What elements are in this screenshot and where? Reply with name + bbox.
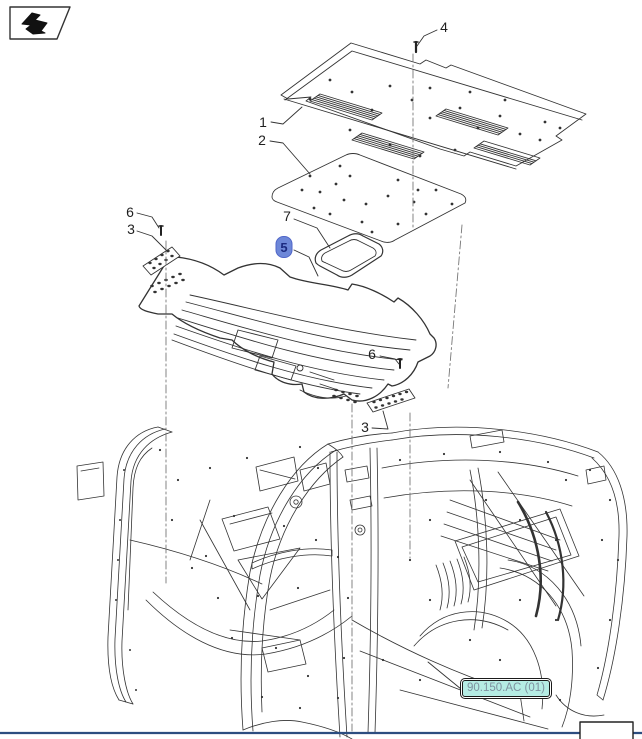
section-reference-label: 90.150.AC (01) — [462, 680, 550, 697]
section-reference-tag[interactable]: 90.150.AC (01) — [460, 678, 552, 699]
part-3-speaker-grilles[interactable] — [142, 246, 416, 413]
callout-2[interactable]: 2 — [258, 132, 266, 148]
callout-4[interactable]: 4 — [440, 19, 448, 35]
part-1-outer-roof-panel[interactable] — [280, 42, 587, 170]
callout-3-left[interactable]: 3 — [127, 221, 135, 237]
cab-frame-drawing — [76, 426, 628, 739]
alignment-dash-lines — [165, 53, 463, 732]
headliner-speaker-perforations — [150, 272, 359, 404]
sheet-metal-part-icon — [21, 12, 48, 35]
callout-leader-lines — [136, 29, 462, 690]
part-2-inner-roof-panel[interactable] — [271, 153, 467, 243]
fastener-screws[interactable] — [158, 40, 419, 369]
callout-3-right[interactable]: 3 — [361, 419, 369, 435]
callout-1[interactable]: 1 — [259, 114, 267, 130]
callout-6-right[interactable]: 6 — [368, 346, 376, 362]
callout-7[interactable]: 7 — [283, 208, 291, 224]
callout-6-left[interactable]: 6 — [126, 204, 134, 220]
page-footer-rule — [0, 721, 642, 739]
nav-thumbnail-box[interactable] — [9, 6, 71, 40]
part-5-headliner[interactable] — [138, 256, 437, 404]
part-7-hatch-seal[interactable] — [314, 233, 384, 278]
callout-5-selected[interactable]: 5 — [275, 236, 293, 258]
